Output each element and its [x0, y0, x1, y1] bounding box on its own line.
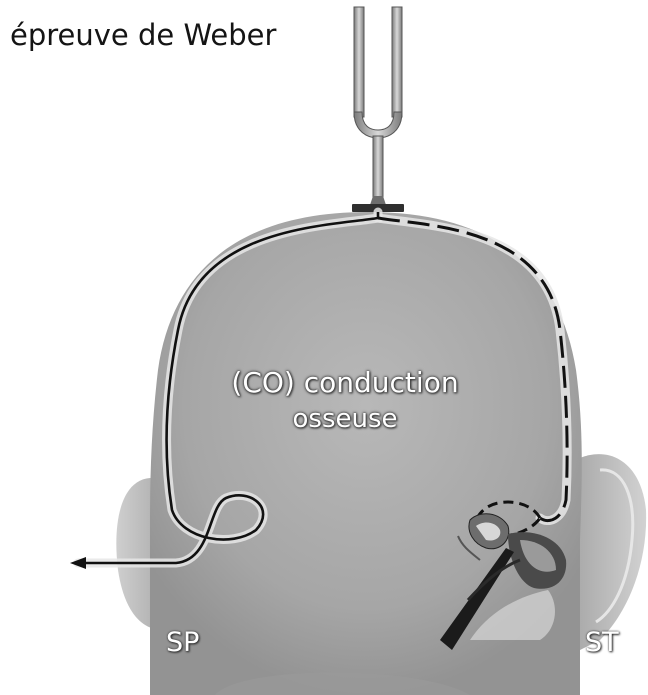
- right-ear-label: ST: [585, 627, 619, 658]
- conduction-label-line2: osseuse: [240, 404, 450, 434]
- tuning-fork-icon: [352, 7, 404, 212]
- page-title: épreuve de Weber: [10, 18, 276, 52]
- left-ear-label: SP: [166, 627, 199, 658]
- conduction-label-line1: (CO) conduction: [200, 366, 490, 399]
